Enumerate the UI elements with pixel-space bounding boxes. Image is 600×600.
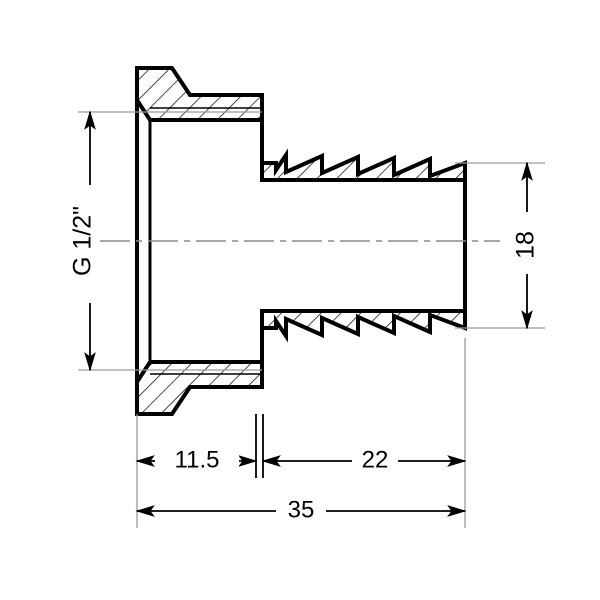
label-mask-thread-length: [155, 446, 239, 476]
label-mask-barb-diameter: [512, 212, 542, 274]
label-mask-barb-length: [352, 446, 398, 476]
label-mask-overall-length: [276, 496, 326, 526]
dimension-label-thread-length: 11.5: [175, 446, 220, 473]
dimension-labels: G 1/2" 18 11.5 22 35: [69, 185, 542, 526]
upper-section-profile: [135, 66, 467, 182]
part-edge-lines: [135, 68, 467, 414]
dimension-label-thread-size: G 1/2": [69, 206, 97, 276]
label-mask-thread-size: [70, 185, 100, 303]
dimension-label-overall-length: 35: [288, 496, 315, 523]
dimension-label-barb-length: 22: [362, 446, 389, 473]
dimension-label-barb-diameter: 18: [512, 231, 540, 259]
